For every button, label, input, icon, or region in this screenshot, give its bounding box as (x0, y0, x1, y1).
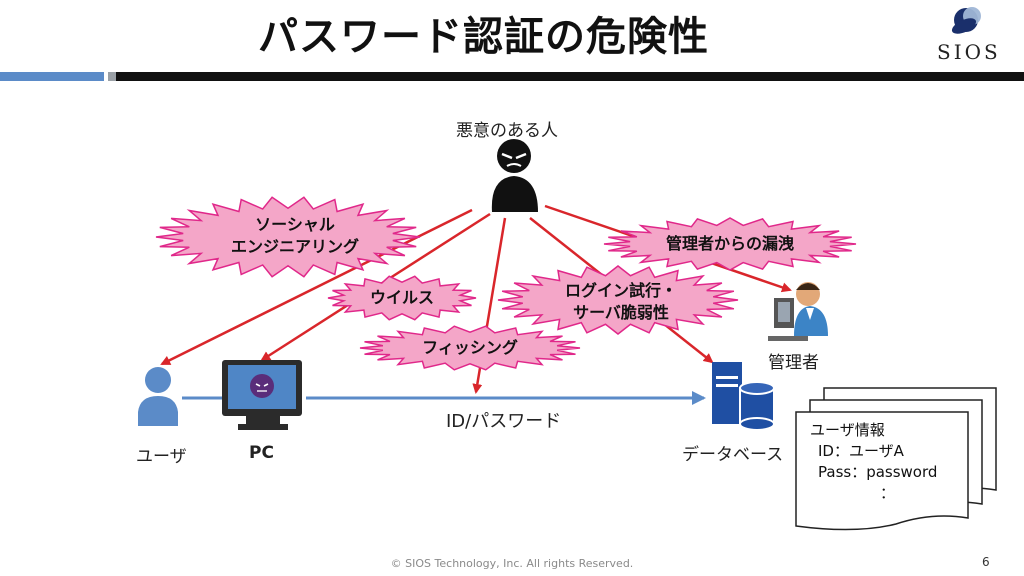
sios-logo-icon (951, 7, 981, 34)
page-number: 6 (982, 555, 990, 569)
user-info-cards (795, 387, 997, 531)
admin-label: 管理者 (768, 353, 819, 373)
title-underline-separator (108, 72, 116, 81)
administrator-icon (768, 282, 828, 341)
threat-phishing: フィッシング (422, 338, 518, 357)
arrow-to-user (160, 208, 473, 366)
user-icon (138, 367, 178, 426)
credential-flow-label: ID/パスワード (446, 411, 562, 432)
burst-virus (327, 275, 477, 321)
burst-social (155, 196, 421, 278)
threat-bruteforce-line2: サーバ脆弱性 (573, 303, 669, 322)
threat-virus: ウイルス (369, 288, 434, 307)
title-underline-accent (0, 72, 104, 81)
user-info-more: ： (880, 484, 896, 502)
pc-monitor-icon (222, 360, 302, 430)
threat-social-engineering: ソーシャル エンジニアリング (210, 214, 380, 258)
logo-text: SIOS (937, 40, 1001, 64)
user-info-id: ID：ユーザA (818, 442, 904, 460)
burst-phishing (359, 325, 581, 371)
title-underline (116, 72, 1024, 81)
virus-icon (250, 374, 274, 398)
database-server-icon (712, 362, 775, 431)
database-label: データベース (682, 445, 784, 465)
attacker-label: 悪意のある人 (456, 121, 558, 141)
page-title: パスワード認証の危険性 (258, 14, 709, 60)
attacker-icon (491, 139, 538, 212)
threat-social-line1: ソーシャル (255, 215, 335, 234)
user-info-title: ユーザ情報 (810, 421, 885, 439)
pc-label: PC (249, 443, 274, 463)
burst-bruteforce (497, 265, 739, 335)
threat-social-line2: エンジニアリング (230, 237, 359, 256)
user-info-card-content: ユーザ情報 ID：ユーザA Pass：password ： (810, 420, 937, 504)
threat-bruteforce: ログイン試行・ サーバ脆弱性 (536, 280, 706, 324)
user-info-pass: Pass：password (818, 463, 938, 481)
copyright-footer: © SIOS Technology, Inc. All rights Reser… (390, 557, 634, 570)
threat-bruteforce-line1: ログイン試行・ (564, 281, 677, 300)
burst-admin-leak (603, 217, 857, 271)
threat-admin-leak: 管理者からの漏洩 (665, 234, 794, 253)
user-label: ユーザ (136, 447, 187, 467)
